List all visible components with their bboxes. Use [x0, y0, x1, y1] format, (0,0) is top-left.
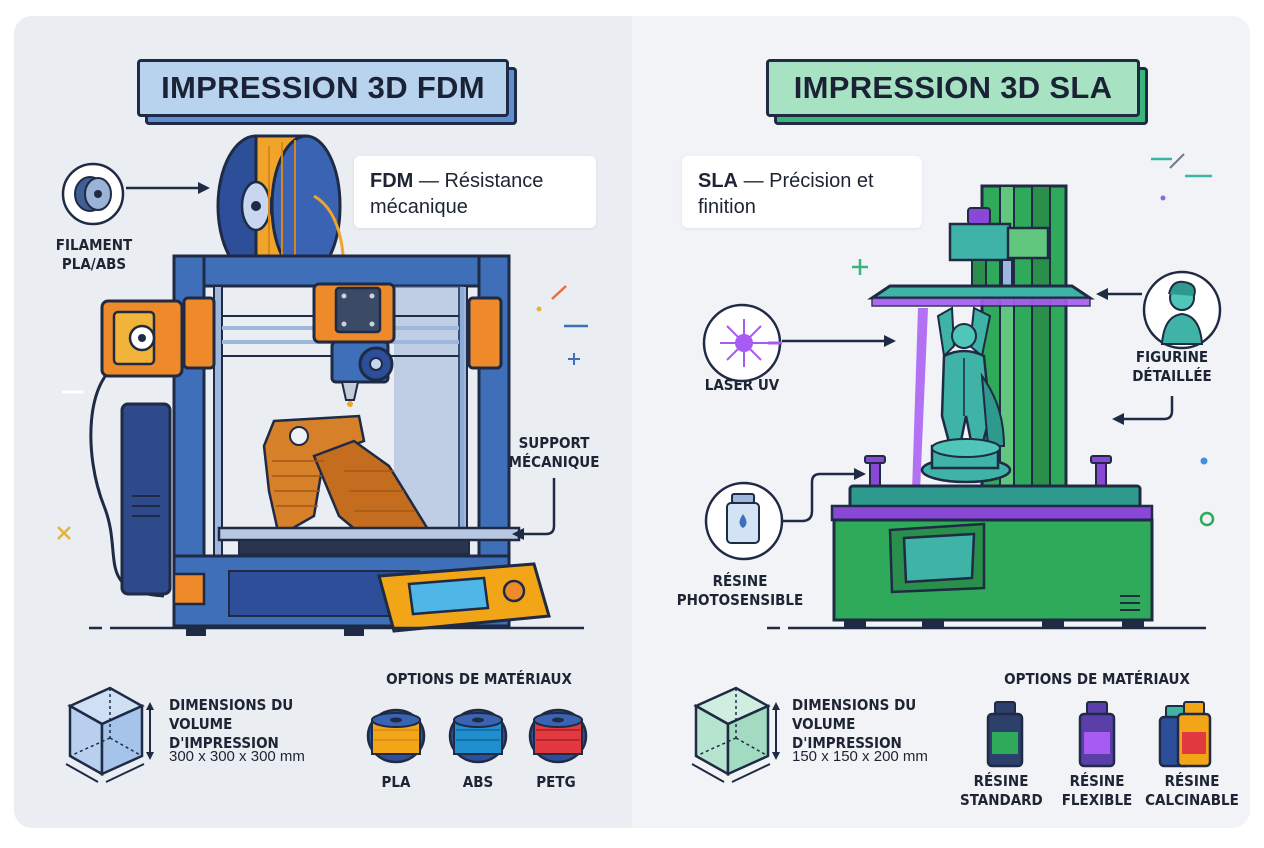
resin-label-calcinable: RÉSINE CALCINABLE: [1145, 772, 1239, 809]
filament-label: FILAMENT PLA/ABS: [55, 236, 133, 273]
sla-title: IMPRESSION 3D SLA: [766, 59, 1140, 117]
resin-label: RÉSINE PHOTOSENSIBLE: [676, 572, 804, 609]
spool-icon: [216, 134, 342, 278]
laser-label: LASER UV: [704, 376, 780, 394]
power-supply: [120, 402, 172, 596]
material-label-petg: PETG: [536, 773, 576, 791]
material-label-abs: ABS: [462, 773, 494, 791]
resin-vat: [830, 484, 1154, 522]
uv-beam: [912, 308, 928, 492]
printed-figurine: [920, 306, 1012, 484]
print-bed: [217, 526, 521, 542]
resin-bottle-icon: [704, 481, 784, 561]
deco-dash: [551, 285, 567, 300]
figurine-label: FIGURINE DÉTAILLÉE: [1132, 348, 1212, 385]
infographic-frame: IMPRESSION 3D FDM FDM — Résistance mécan…: [14, 16, 1250, 828]
sla-illustration: [691, 153, 1222, 783]
fdm-dims-value: 300 x 300 x 300 mm: [169, 748, 305, 765]
material-spool-abs-icon: [448, 708, 508, 764]
fdm-panel: IMPRESSION 3D FDM FDM — Résistance mécan…: [14, 16, 632, 828]
resin-flexible-bottle-icon: [1078, 701, 1116, 768]
sla-dims-value: 150 x 150 x 200 mm: [792, 748, 928, 765]
printed-part: [262, 414, 431, 545]
fdm-materials-title: OPTIONS DE MATÉRIAUX: [386, 670, 572, 688]
material-spool-pla-icon: [366, 708, 426, 764]
control-panel: [377, 562, 551, 633]
resin-standard-bottle-icon: [986, 701, 1024, 768]
sla-dims-label: DIMENSIONS DU VOLUME D'IMPRESSION: [792, 696, 917, 752]
sla-panel: IMPRESSION 3D SLA SLA — Précision et fin…: [632, 16, 1250, 828]
sla-callout-tech: SLA: [698, 170, 738, 192]
resin-label-standard: RÉSINE STANDARD: [960, 772, 1043, 809]
resin-label-flexible: RÉSINE FLEXIBLE: [1061, 772, 1133, 809]
material-label-pla: PLA: [381, 773, 411, 791]
filament-icon: [61, 162, 125, 226]
figurine-icon: [1142, 270, 1222, 350]
fdm-callout-text: — Résistance mécanique: [370, 170, 544, 218]
sla-materials-title: OPTIONS DE MATÉRIAUX: [1004, 670, 1190, 688]
fdm-callout: FDM — Résistance mécanique: [354, 156, 596, 228]
material-spool-petg-icon: [528, 708, 588, 764]
fdm-illustration: [57, 134, 588, 783]
sla-printer-base: [832, 518, 1154, 628]
fdm-volume-cube-icon: [65, 686, 154, 783]
resin-calcinable-bottle-icon: [1158, 701, 1212, 768]
support-label: SUPPORT MÉCANIQUE: [508, 434, 600, 471]
fdm-callout-tech: FDM: [370, 170, 414, 192]
fdm-dims-label: DIMENSIONS DU VOLUME D'IMPRESSION: [169, 696, 294, 752]
build-plate: [867, 284, 1095, 307]
uv-laser-icon: [702, 303, 782, 383]
extruder: [312, 282, 396, 407]
sla-volume-cube-icon: [691, 686, 780, 783]
fdm-title: IMPRESSION 3D FDM: [137, 59, 509, 117]
sla-callout: SLA — Précision et finition: [682, 156, 922, 228]
sla-callout-text: — Précision et finition: [698, 170, 874, 218]
